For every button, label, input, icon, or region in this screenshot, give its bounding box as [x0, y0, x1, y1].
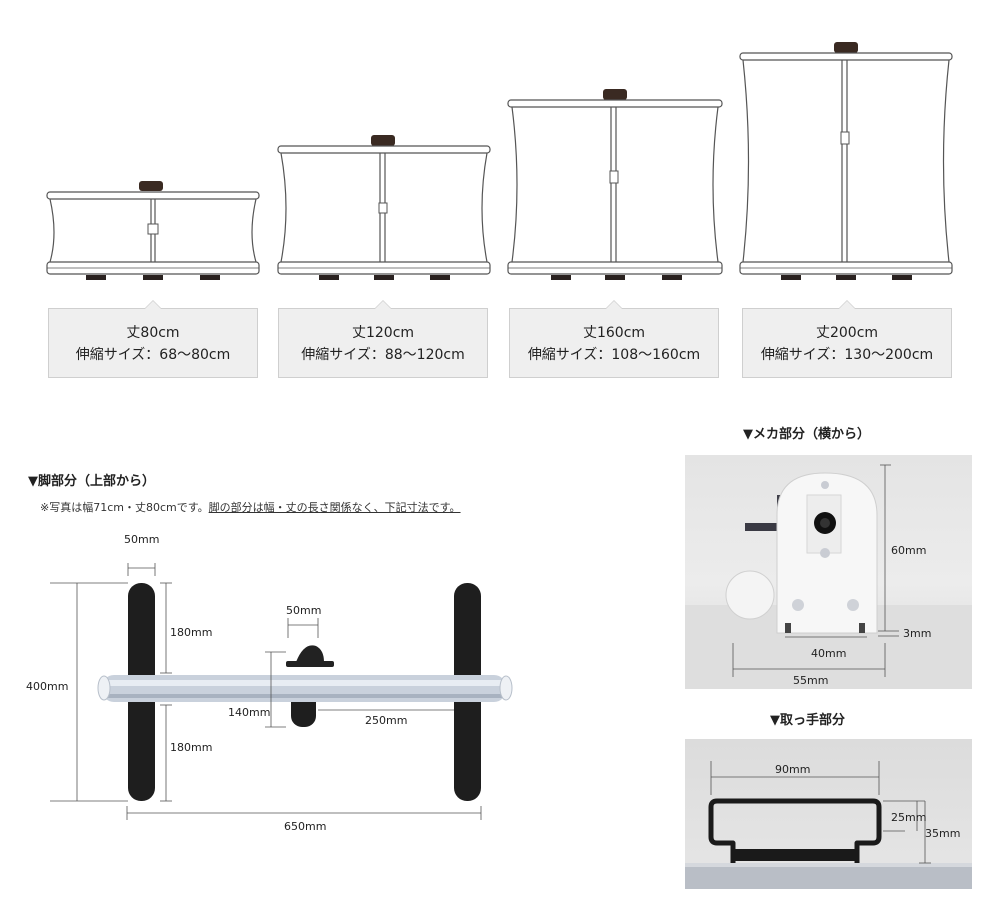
size-caption-160: 丈160cm 伸縮サイズ：108〜160cm: [509, 300, 719, 378]
frame-80-illustration: [44, 178, 262, 286]
dim-lower-length: 180mm: [170, 741, 213, 754]
dim-foot-width: 50mm: [124, 533, 160, 546]
dim-mech-height: 60mm: [891, 544, 927, 557]
dim-handle-inner-height: 25mm: [891, 811, 927, 824]
range-label: 伸縮サイズ：130〜200cm: [760, 347, 934, 363]
dim-handle-width: 90mm: [775, 763, 811, 776]
mech-photo: 60mm 3mm 40mm 55mm: [685, 455, 972, 689]
frame-120-illustration: [275, 131, 493, 286]
handle-section-heading: ▼取っ手部分: [770, 713, 845, 728]
frame-160-illustration: [505, 85, 725, 286]
range-label: 伸縮サイズ：68〜80cm: [75, 347, 231, 363]
dim-mech-outer-width: 55mm: [793, 674, 829, 687]
handle-photo: 90mm 25mm 35mm: [685, 739, 972, 889]
leg-section-note: ※写真は幅71cm・丈80cmです。脚の部分は幅・丈の長さ関係なく、下記寸法です…: [40, 499, 461, 515]
dim-hub-width: 50mm: [286, 604, 322, 617]
size-caption-80: 丈80cm 伸縮サイズ：68〜80cm: [48, 300, 258, 378]
note-plain: ※写真は幅71cm・丈80cmです。: [40, 501, 209, 514]
dim-mech-inner-width: 40mm: [811, 647, 847, 660]
size-caption-120: 丈120cm 伸縮サイズ：88〜120cm: [278, 300, 488, 378]
mech-section-heading: ▼メカ部分（横から）: [743, 427, 870, 442]
frame-200-illustration: [737, 38, 955, 286]
dim-total-width: 650mm: [284, 820, 327, 833]
range-label: 伸縮サイズ：88〜120cm: [301, 347, 465, 363]
dim-mech-gap: 3mm: [903, 627, 932, 640]
leg-section-heading: ▼脚部分（上部から）: [28, 474, 155, 489]
dim-hub-depth: 140mm: [228, 706, 271, 719]
dim-center-to-foot: 250mm: [365, 714, 408, 727]
size-caption-200: 丈200cm 伸縮サイズ：130〜200cm: [742, 300, 952, 378]
dim-handle-outer-height: 35mm: [925, 827, 961, 840]
height-label: 丈120cm: [351, 325, 415, 341]
dim-upper-length: 180mm: [170, 626, 213, 639]
height-label: 丈200cm: [815, 325, 879, 341]
height-label: 丈160cm: [582, 325, 646, 341]
height-label: 丈80cm: [126, 325, 180, 341]
leg-diagram: 50mm 180mm 180mm 400mm 50mm 140mm 250mm …: [20, 530, 540, 840]
dim-total-depth: 400mm: [26, 680, 69, 693]
range-label: 伸縮サイズ：108〜160cm: [527, 347, 701, 363]
note-underlined: 脚の部分は幅・丈の長さ関係なく、下記寸法です。: [208, 501, 461, 514]
